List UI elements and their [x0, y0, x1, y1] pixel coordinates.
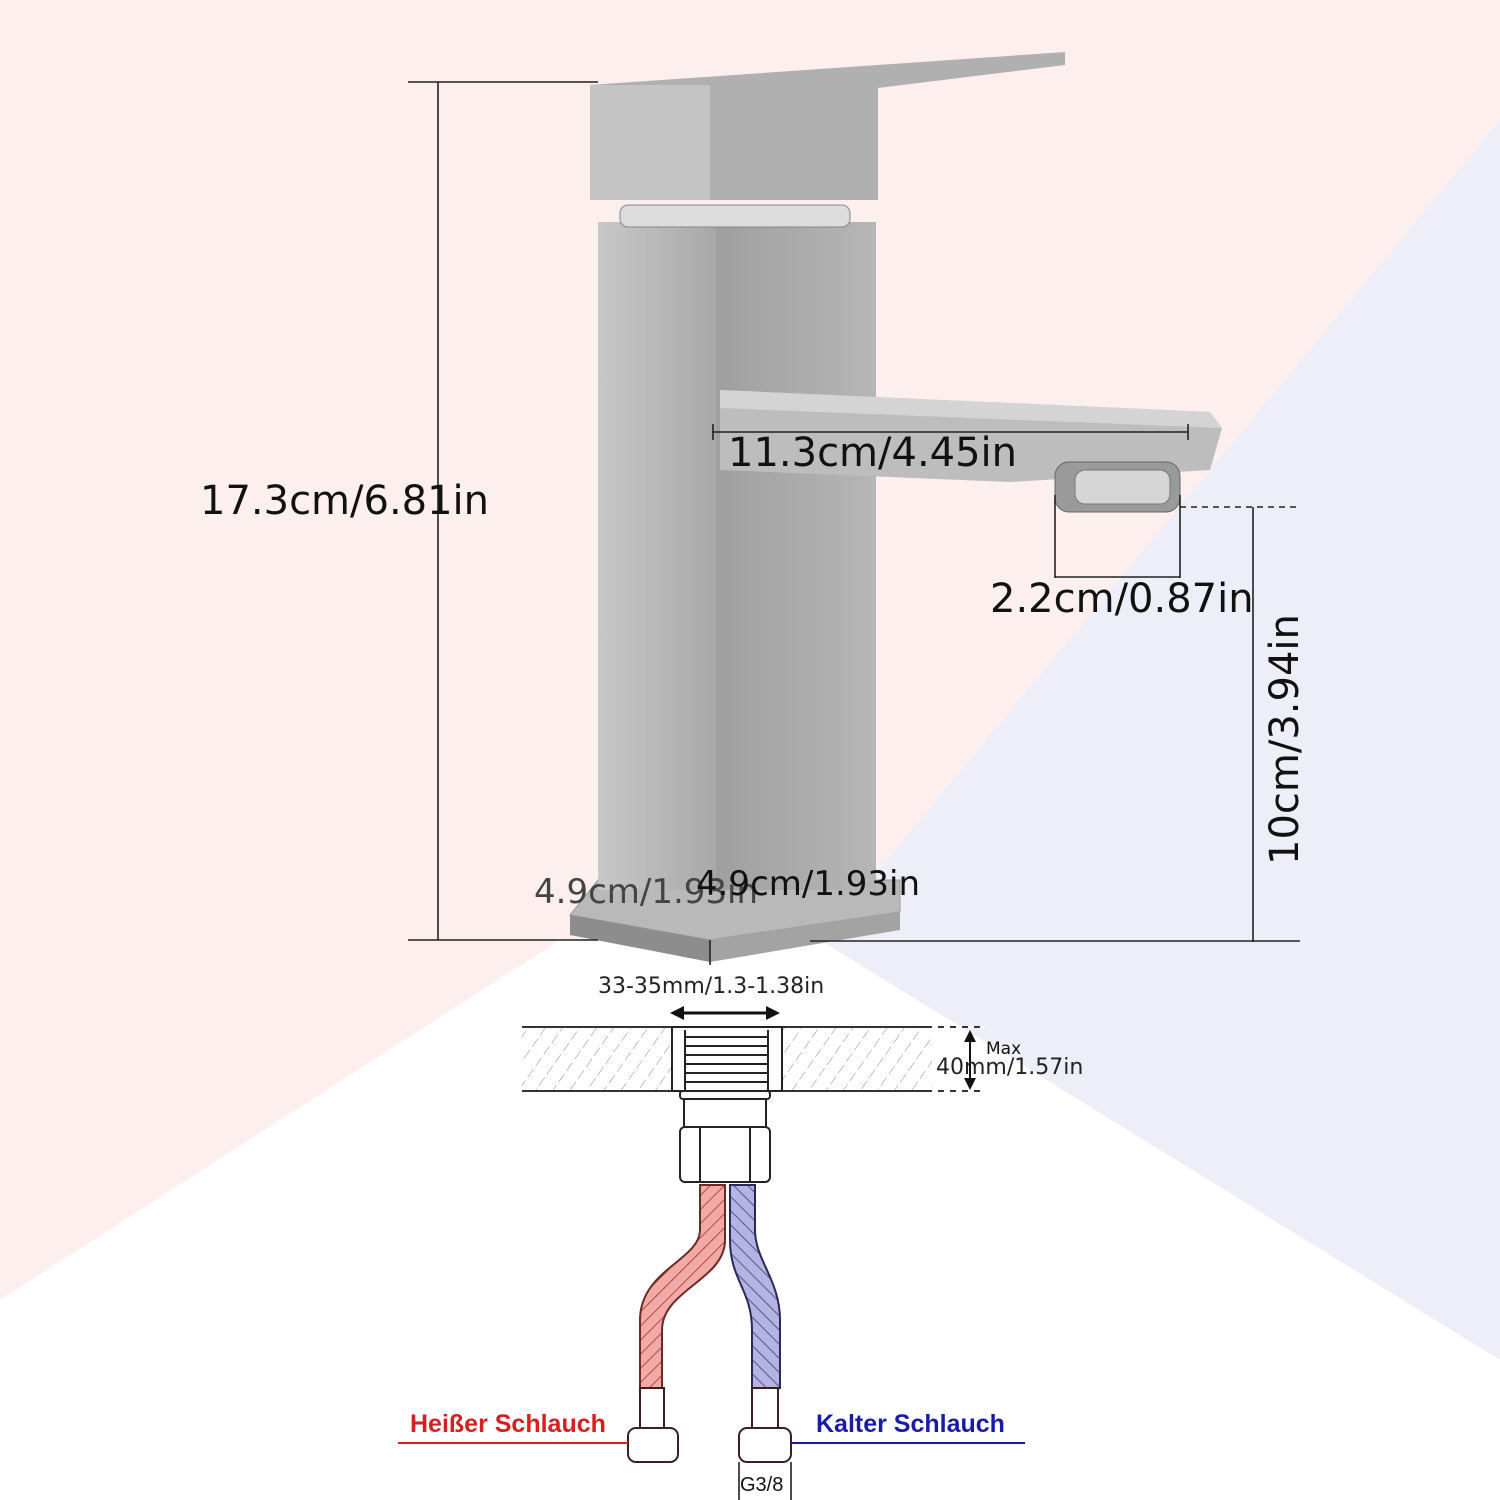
- cold-hose: [729, 1184, 781, 1389]
- hole-diameter-label: 33-35mm/1.3-1.38in: [598, 974, 825, 999]
- base-width-label: 4.9cm/1.93in: [534, 872, 759, 912]
- total-height-label: 17.3cm/6.81in: [200, 478, 490, 524]
- cold-hose-label: Kalter Schlauch: [816, 1410, 1005, 1438]
- max-thickness-label: 40mm/1.57in: [936, 1055, 1084, 1080]
- aerator-diameter-label: 2.2cm/0.87in: [990, 576, 1254, 622]
- spout-height-label: 10cm/3.94in: [1262, 614, 1308, 865]
- dimension-lines: [408, 81, 1300, 965]
- thread-size-label: G3/8: [740, 1474, 784, 1496]
- max-label: Max: [986, 1039, 1022, 1059]
- base-depth-label: 4.9cm/1.93in: [696, 864, 921, 904]
- faucet: [569, 52, 1222, 962]
- spout-length-label: 11.3cm/4.45in: [728, 430, 1018, 476]
- installation-diagram: [398, 1006, 1025, 1500]
- background-blue: [820, 120, 1500, 1360]
- hot-hose-label: Heißer Schlauch: [410, 1410, 606, 1438]
